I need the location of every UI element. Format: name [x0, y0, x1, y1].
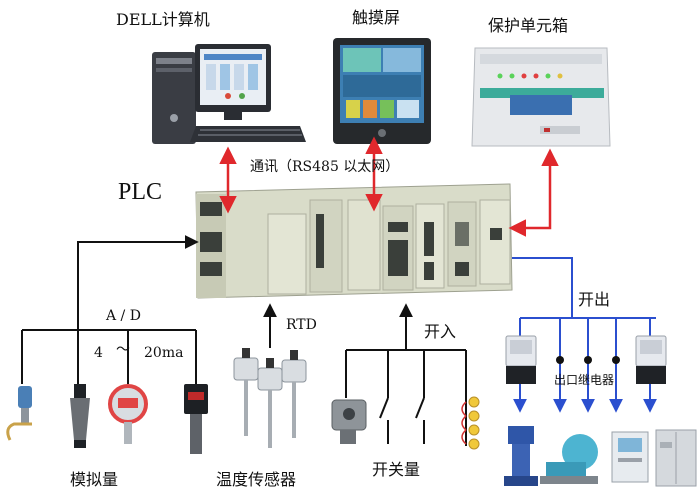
- range-low-label: 4: [94, 345, 103, 361]
- pump-image: [504, 426, 538, 486]
- ad-label: A / D: [106, 308, 141, 324]
- relay-image-right: [635, 335, 667, 384]
- protection-box-image: [471, 47, 611, 147]
- temp-sensor-label: 温度传感器: [216, 470, 297, 489]
- touchscreen-image: [333, 38, 431, 144]
- switch-in-label: 开入: [424, 322, 457, 341]
- analog-label: 模拟量: [70, 470, 119, 489]
- analog-sensor-2: [70, 384, 90, 448]
- indicator-contacts: [461, 396, 480, 450]
- switch-out-label: 开出: [578, 290, 611, 309]
- relay-label: 出口继电器: [554, 373, 615, 387]
- switch-input-wiring: [345, 303, 467, 398]
- relay-image-left: [505, 335, 537, 384]
- cabinet-image: [655, 429, 697, 487]
- analog-sensor-1: [6, 386, 32, 441]
- computer-image: [152, 44, 306, 144]
- temp-sensors-image: [233, 348, 307, 448]
- plc-rack-image: [195, 183, 513, 299]
- protection-box-label: 保护单元箱: [488, 16, 569, 35]
- analog-sensor-4: [184, 384, 208, 454]
- analog-wiring: [21, 235, 199, 384]
- control-machine-image: [611, 431, 649, 483]
- centrifugal-pump-image: [540, 434, 598, 484]
- range-tilde-label: ～: [116, 342, 130, 358]
- rtd-label: RTD: [286, 317, 317, 333]
- limit-switch-image: [331, 399, 367, 444]
- range-high-label: 20ma: [144, 345, 184, 361]
- computer-label: DELL计算机: [116, 10, 210, 29]
- comm-label: 通讯（RS485 以太网）: [250, 159, 400, 175]
- switch-contacts: [379, 397, 425, 444]
- relay-dots: [556, 356, 620, 364]
- touchscreen-label: 触摸屏: [352, 8, 401, 27]
- analog-sensor-3: [108, 384, 148, 444]
- switch-output-wiring: [512, 257, 657, 413]
- plc-label: PLC: [118, 179, 163, 205]
- switch-qty-label: 开关量: [372, 460, 421, 479]
- comm-arrows: [219, 136, 559, 237]
